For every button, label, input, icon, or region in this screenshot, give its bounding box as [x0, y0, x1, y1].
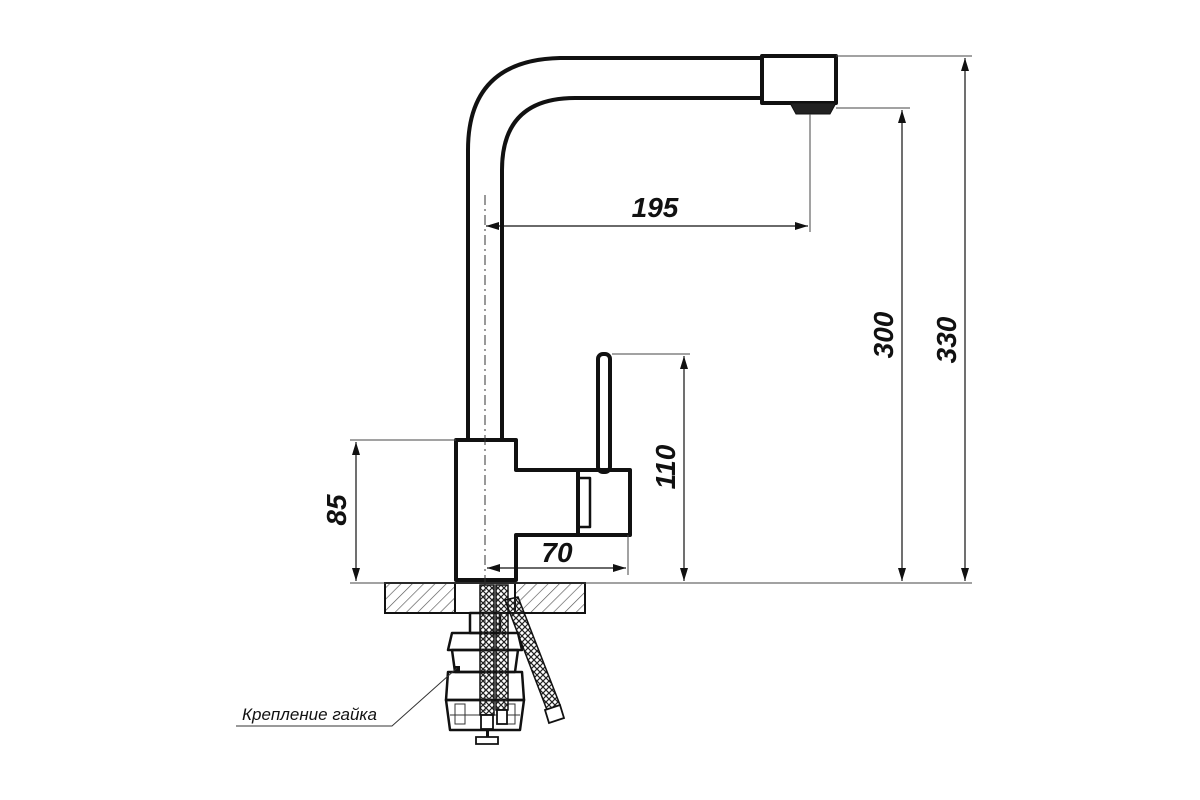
extension-lines — [350, 55, 972, 584]
dimension-lines — [352, 58, 969, 581]
spout-head — [760, 54, 838, 105]
mounting-nut-label: Крепление гайка — [242, 705, 377, 724]
dim-70-label: 70 — [541, 537, 573, 568]
dim-85-label: 85 — [321, 494, 352, 526]
aerator — [789, 102, 837, 115]
lever-handle — [596, 352, 612, 474]
dim-195-label: 195 — [632, 192, 679, 223]
dim-300-label: 300 — [868, 311, 899, 358]
spout-outer — [466, 56, 764, 442]
mounting-nut-callout: Крепление гайка — [236, 667, 458, 727]
dim-110-label: 110 — [650, 444, 681, 489]
countertop-section — [384, 582, 586, 614]
spout-inner — [500, 96, 764, 442]
lever-cartridge — [576, 468, 632, 537]
supply-hoses — [475, 584, 566, 745]
faucet-outline — [454, 54, 838, 720]
lever-cartridge-bevel — [578, 476, 592, 529]
dim-330-label: 330 — [931, 316, 962, 363]
